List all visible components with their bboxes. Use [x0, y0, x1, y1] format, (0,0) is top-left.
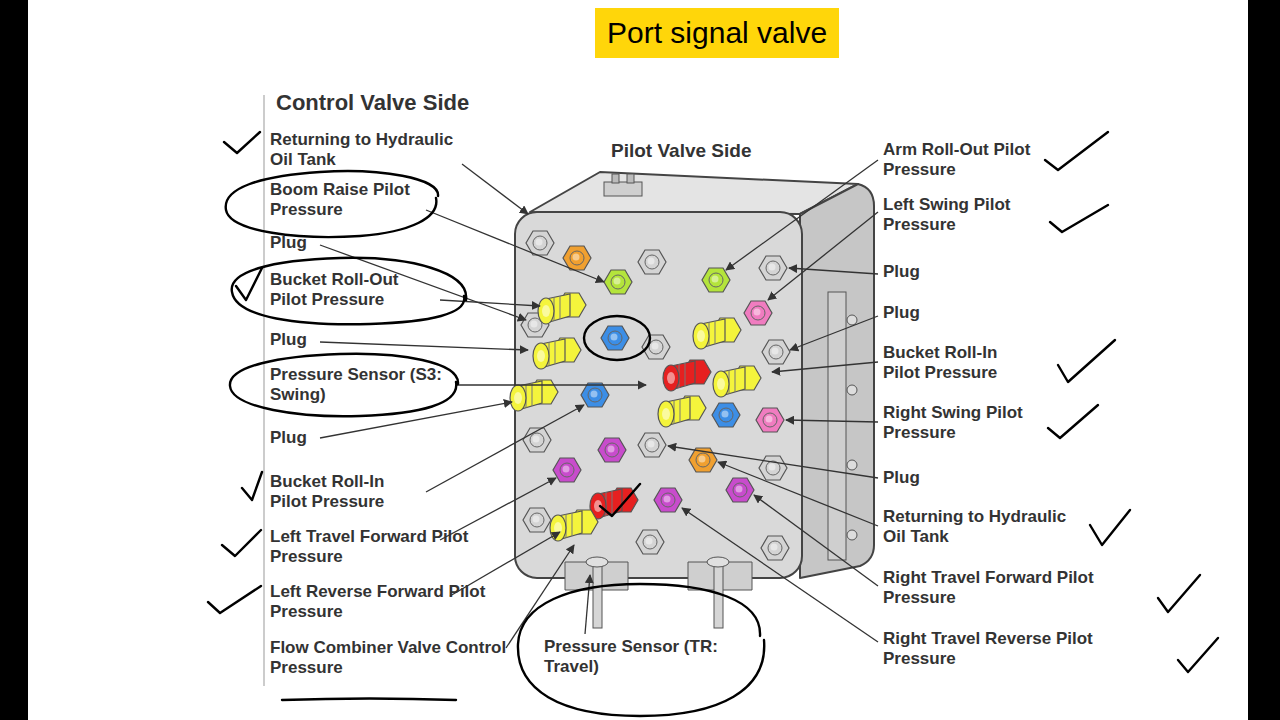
port-label: Bucket Roll-In Pilot Pressure [883, 343, 1033, 384]
port-label: Plug [270, 330, 307, 350]
port-label: Returning to Hydraulic Oil Tank [883, 507, 1075, 548]
margin-rule [263, 95, 265, 686]
title-banner: Port signal valve [595, 8, 839, 58]
port-label: Plug [883, 468, 920, 488]
port-label: Returning to Hydraulic Oil Tank [270, 130, 462, 171]
valve-body [515, 172, 874, 628]
port-fittings [510, 231, 790, 560]
port-label: Plug [883, 262, 920, 282]
port-label: Bucket Roll-In Pilot Pressure [270, 472, 420, 513]
sensor-label: Pressure Sensor (S3: Swing) [270, 365, 448, 406]
port-label: Right Travel Reverse Pilot Pressure [883, 629, 1121, 670]
sensor-label: Pressure Sensor (TR: Travel) [544, 637, 722, 678]
port-label: Left Travel Forward Pilot Pressure [270, 527, 508, 568]
port-label: Plug [270, 428, 307, 448]
port-label: Left Swing Pilot Pressure [883, 195, 1033, 236]
port-label: Left Reverse Forward Pilot Pressure [270, 582, 508, 623]
port-label: Plug [883, 303, 920, 323]
port-label: Flow Combiner Valve Control Pressure [270, 638, 508, 679]
port-label: Right Travel Forward Pilot Pressure [883, 568, 1121, 609]
port-label: Arm Roll-Out Pilot Pressure [883, 140, 1033, 181]
section-heading: Pilot Valve Side [611, 140, 751, 163]
side-bar [0, 0, 28, 720]
section-heading: Control Valve Side [276, 90, 469, 116]
side-bar [1248, 0, 1280, 720]
port-label: Right Swing Pilot Pressure [883, 403, 1033, 444]
port-label: Boom Raise Pilot Pressure [270, 180, 420, 221]
port-label: Bucket Roll-Out Pilot Pressure [270, 270, 438, 311]
port-label: Plug [270, 233, 307, 253]
leader-lines [320, 160, 878, 648]
hand-annotations [208, 132, 1218, 716]
